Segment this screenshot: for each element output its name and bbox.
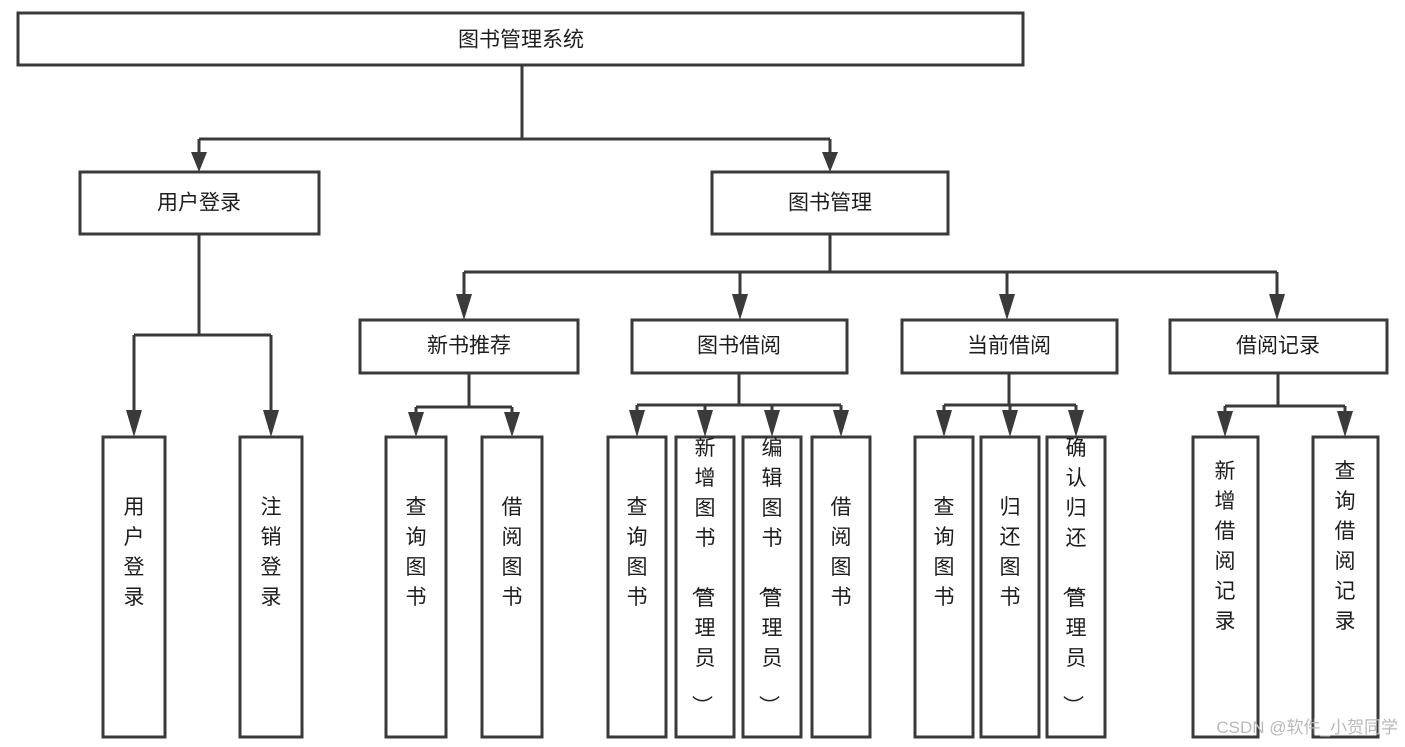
watermark-label: CSDN @软件_小贺同学 [1216,718,1398,737]
leaf-book-borrow-1-label: 新增图书（管理员） [690,437,716,716]
arrow-book-borrow-leaf-2 [764,410,780,437]
node-current-borrow-label: 当前借阅 [967,335,1051,358]
leaf-current-borrow-0-label: 查询图书 [934,496,955,609]
leaf-current-borrow-2-label: 确认归还（管理员） [1061,437,1087,716]
node-book-borrow-label: 图书借阅 [697,335,781,358]
leaf-borrow-record-1-label: 查询借阅记录 [1335,460,1356,633]
arrow-book-manage-to-book-borrow [732,294,748,320]
leaf-current-borrow-1[interactable]: 归还图书 [979,435,1041,739]
leaf-book-borrow-2-box[interactable] [741,435,803,739]
node-user-login[interactable]: 用户登录 [78,170,321,236]
leaf-new-book-rec-0-box[interactable] [384,435,448,739]
node-current-borrow[interactable]: 当前借阅 [900,318,1119,375]
leaf-borrow-record-0-label: 新增借阅记录 [1215,460,1236,633]
leaf-book-borrow-2-label: 编辑图书（管理员） [757,437,783,716]
leaf-current-borrow-2-box[interactable] [1045,435,1107,739]
arrow-current-borrow-leaf-1 [1002,410,1018,437]
node-user-login-box[interactable] [78,170,321,236]
arrow-book-manage-to-borrow-record [1269,294,1285,320]
arrow-current-borrow-leaf-0 [936,410,952,437]
leaf-borrow-record-1[interactable]: 查询借阅记录 [1311,435,1380,739]
arrow-user-login-leaf-0 [126,410,142,437]
node-book-manage[interactable]: 图书管理 [710,170,950,236]
arrow-new-book-rec-leaf-1 [504,412,520,437]
node-new-book-rec-box[interactable] [358,318,580,375]
leaf-book-borrow-0-box[interactable] [606,435,668,739]
node-root[interactable]: 图书管理系统 [16,11,1025,67]
leaf-book-borrow-3-box[interactable] [810,435,872,739]
node-book-manage-label: 图书管理 [788,192,872,215]
node-root-box[interactable] [16,11,1025,67]
node-root-label: 图书管理系统 [458,29,584,52]
arrow-new-book-rec-leaf-0 [408,412,424,437]
leaf-borrow-record-0-box[interactable] [1191,435,1260,739]
node-new-book-rec[interactable]: 新书推荐 [358,318,580,375]
node-borrow-record-box[interactable] [1168,318,1389,375]
leaf-book-borrow-0-label: 查询图书 [627,496,648,609]
leaf-book-borrow-3-label: 借阅图书 [831,496,852,609]
leaf-new-book-rec-1-box[interactable] [480,435,544,739]
leaf-book-borrow-3[interactable]: 借阅图书 [810,435,872,739]
leaf-user-login-1-label: 注销登录 [261,496,282,609]
leaf-current-borrow-0-box[interactable] [913,435,975,739]
arrow-borrow-record-leaf-1 [1337,411,1353,437]
connector-layer [126,65,1353,437]
node-book-borrow[interactable]: 图书借阅 [630,318,849,375]
arrow-book-borrow-leaf-3 [833,410,849,437]
leaf-current-borrow-0[interactable]: 查询图书 [913,435,975,739]
arrow-book-manage-to-current-borrow [999,294,1015,320]
leaf-current-borrow-1-box[interactable] [979,435,1041,739]
leaf-new-book-rec-1[interactable]: 借阅图书 [480,435,544,739]
leaf-user-login-0-box[interactable] [101,435,167,739]
node-borrow-record[interactable]: 借阅记录 [1168,318,1389,375]
node-book-manage-box[interactable] [710,170,950,236]
leaf-current-borrow-2[interactable]: 确认归还（管理员） [1045,435,1107,739]
node-book-borrow-box[interactable] [630,318,849,375]
node-new-book-rec-label: 新书推荐 [427,335,511,358]
arrow-borrow-record-leaf-0 [1217,411,1233,437]
node-borrow-record-label: 借阅记录 [1236,335,1320,358]
arrow-root-to-user-login [191,152,207,172]
leaf-new-book-rec-1-label: 借阅图书 [502,496,523,609]
leaf-new-book-rec-0[interactable]: 查询图书 [384,435,448,739]
arrow-book-borrow-leaf-1 [697,410,713,437]
leaf-user-login-0[interactable]: 用户登录 [101,435,167,739]
leaf-user-login-1-box[interactable] [238,435,304,739]
arrow-book-manage-to-new-book-rec [456,294,472,320]
leaf-book-borrow-1-box[interactable] [674,435,736,739]
leaf-user-login-1[interactable]: 注销登录 [238,435,304,739]
arrow-current-borrow-leaf-2 [1068,410,1084,437]
leaf-borrow-record-1-box[interactable] [1311,435,1380,739]
leaf-current-borrow-1-label: 归还图书 [1000,496,1021,609]
arrow-user-login-leaf-1 [263,410,279,437]
node-current-borrow-box[interactable] [900,318,1119,375]
arrow-book-borrow-leaf-0 [629,410,645,437]
leaf-book-borrow-0[interactable]: 查询图书 [606,435,668,739]
leaf-new-book-rec-0-label: 查询图书 [406,496,427,609]
node-user-login-label: 用户登录 [157,192,241,215]
leaf-book-borrow-2[interactable]: 编辑图书（管理员） [741,435,803,739]
leaf-borrow-record-0[interactable]: 新增借阅记录 [1191,435,1260,739]
leaf-user-login-0-label: 用户登录 [124,496,145,609]
arrow-root-to-book-manage [822,152,838,172]
leaf-book-borrow-1[interactable]: 新增图书（管理员） [674,435,736,739]
